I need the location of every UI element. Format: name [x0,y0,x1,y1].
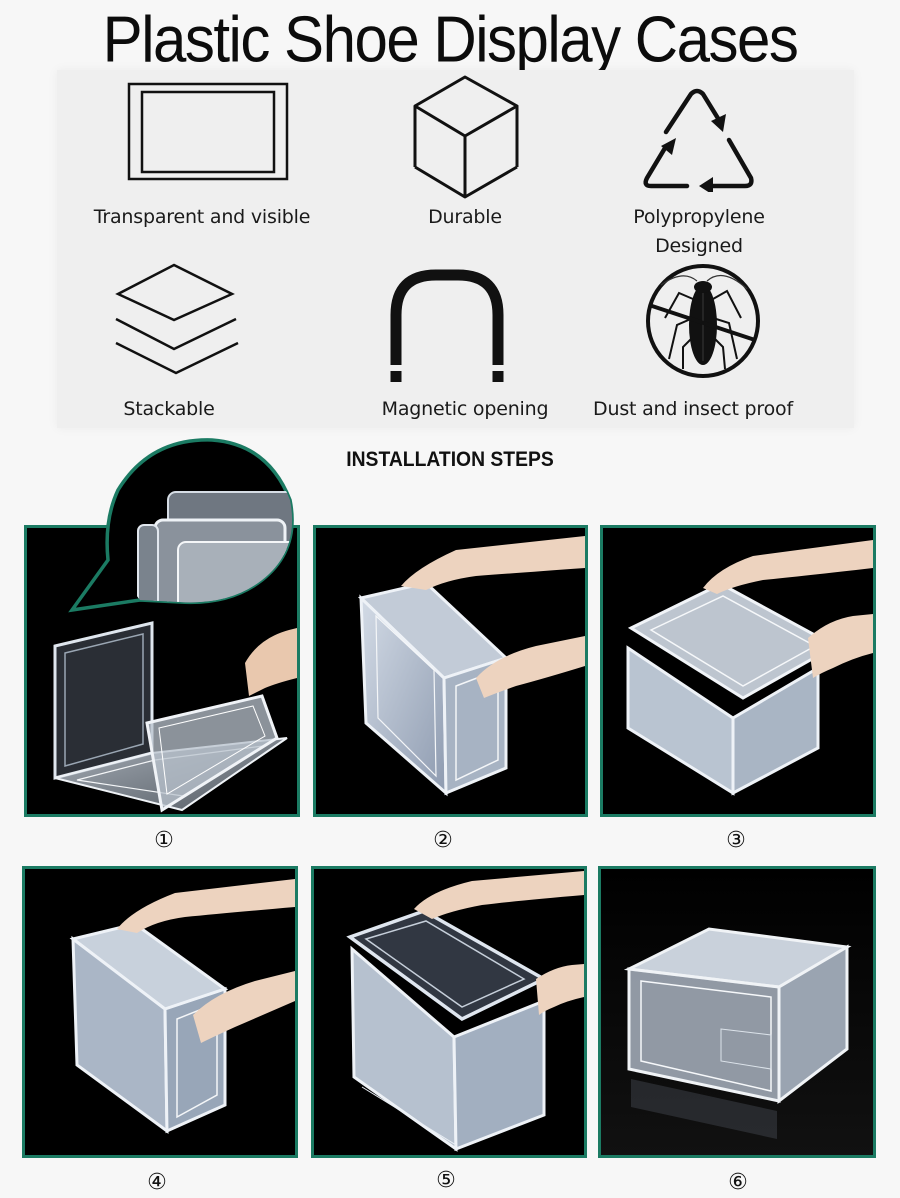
cube-icon [413,75,519,199]
feature-label-line1: Polypropylene [633,206,765,228]
step-number-4: ④ [147,1170,167,1195]
feature-label: Magnetic opening [381,398,549,420]
feature-label: Stackable [123,398,215,420]
page-title: Plastic Shoe Display Cases [102,3,799,76]
step-1-image [24,525,300,817]
feature-stackable: Stackable [39,255,299,425]
feature-label-line2: Designed [655,235,743,257]
feature-polypropylene: Polypropylene Designed [569,70,829,270]
step-2-image [313,525,588,817]
step-number-5: ⑤ [436,1168,456,1193]
step-number-1: ① [154,828,174,853]
step-number-6: ⑥ [728,1170,748,1195]
installation-title: INSTALLATION STEPS [346,448,554,471]
feature-label: Dust and insect proof [593,398,793,420]
recycle-triangle-icon [643,88,754,192]
step-5-image [311,866,587,1158]
step-number-2: ② [433,828,453,853]
zoom-callout [68,438,294,613]
feature-label: Transparent and visible [93,206,311,228]
step-number-3: ③ [726,828,746,853]
step-3-image [600,525,876,817]
feature-label: Durable [428,206,502,228]
features-panel: Transparent and visible Durable Polyprop… [57,70,854,428]
feature-magnetic: Magnetic opening [335,255,595,425]
double-rectangle-icon [127,82,289,181]
step-4-image [22,866,298,1158]
feature-insect-proof: Dust and insect proof [563,255,823,425]
step-6-image [598,866,876,1158]
feature-transparent: Transparent and visible [72,70,332,250]
magnet-arch-icon [390,269,504,382]
no-insect-icon [646,264,760,378]
feature-durable: Durable [335,70,595,250]
stacked-layers-icon [115,263,239,375]
